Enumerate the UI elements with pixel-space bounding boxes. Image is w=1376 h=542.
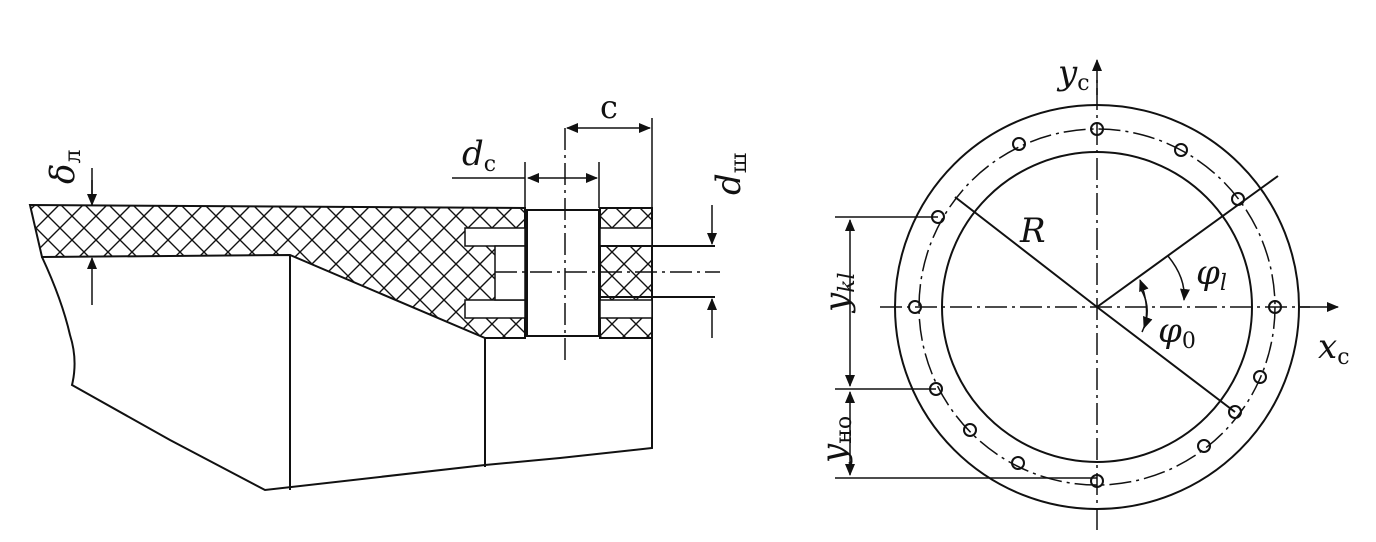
label-dc: dс [462,134,496,177]
bolt-hole [1268,300,1282,314]
channel [464,227,526,247]
channel-mid [494,245,526,301]
label-yno: yно [814,416,857,465]
radius-line [954,196,1236,413]
bore-hole [526,209,600,337]
body-outline [41,256,653,492]
bolt-hole [1228,405,1242,419]
bolt-hole [1090,474,1104,488]
label-c: с [600,88,618,126]
label-xc: xс [1318,327,1350,370]
label-ykl: ykl [817,272,860,314]
shaft [600,245,715,298]
label-phi1: φl [1196,253,1227,296]
bolt-hole [908,300,922,314]
bolt-hole [1231,192,1245,206]
phi1-line [1096,175,1279,308]
label-R: R [1019,211,1046,251]
bolt-hole [1197,439,1211,453]
bolt-hole [1174,143,1188,157]
label-delta: δл [43,150,86,184]
phi0-arc-top [1139,287,1153,329]
label-yc: yс [1056,53,1090,96]
bolt-hole [1253,370,1267,384]
channel-right [599,227,653,247]
channel-right-lower [599,299,653,319]
bolt-hole [1011,456,1025,470]
phi1-arc [1167,255,1190,301]
channel-lower [464,299,526,319]
bolt-hole [1090,122,1104,136]
bolt-hole [1012,137,1026,151]
hatched-layer [28,203,526,339]
bolt-hole [963,423,977,437]
flange-view: yс R φl φ0 xс ykl yно [814,53,1350,530]
label-phi0: φ0 [1158,311,1196,354]
section-view: δл dс с dш [28,88,752,492]
label-dsh: dш [709,153,752,195]
